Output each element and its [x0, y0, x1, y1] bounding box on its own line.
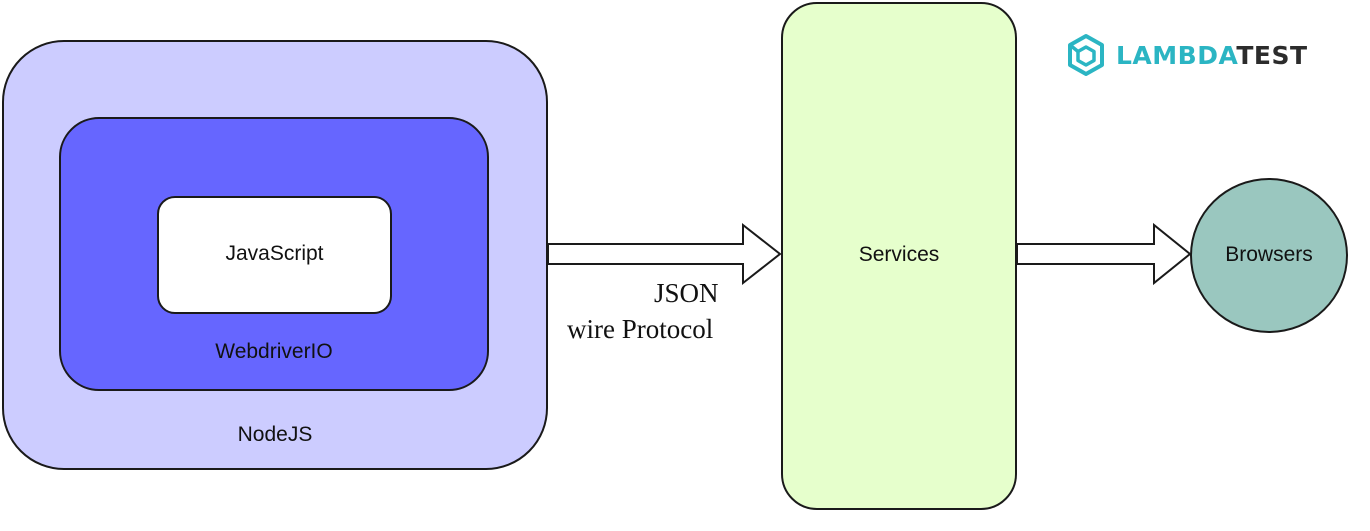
- edge-label-wire-protocol: wire Protocol: [553, 314, 718, 345]
- edge-label-json: JSON: [648, 278, 725, 309]
- arrow-services-to-browsers: [1016, 222, 1192, 286]
- browsers-label: Browsers: [1225, 243, 1313, 266]
- lambdatest-wordmark: LAMBDATEST: [1116, 41, 1308, 70]
- lambdatest-logo: LAMBDATEST: [1066, 32, 1308, 78]
- arrow-nodejs-to-services: [547, 222, 782, 286]
- services-label: Services: [858, 243, 940, 266]
- logo-text-rest: TEST: [1236, 40, 1308, 70]
- browsers-circle: [1190, 178, 1348, 333]
- nodejs-label: NodeJS: [237, 423, 313, 446]
- webdriverio-label: WebdriverIO: [215, 340, 333, 363]
- javascript-box: [157, 196, 392, 314]
- lambdatest-cube-icon: [1068, 34, 1104, 76]
- logo-text-accent: LAMBDA: [1116, 40, 1237, 70]
- javascript-label: JavaScript: [225, 242, 324, 265]
